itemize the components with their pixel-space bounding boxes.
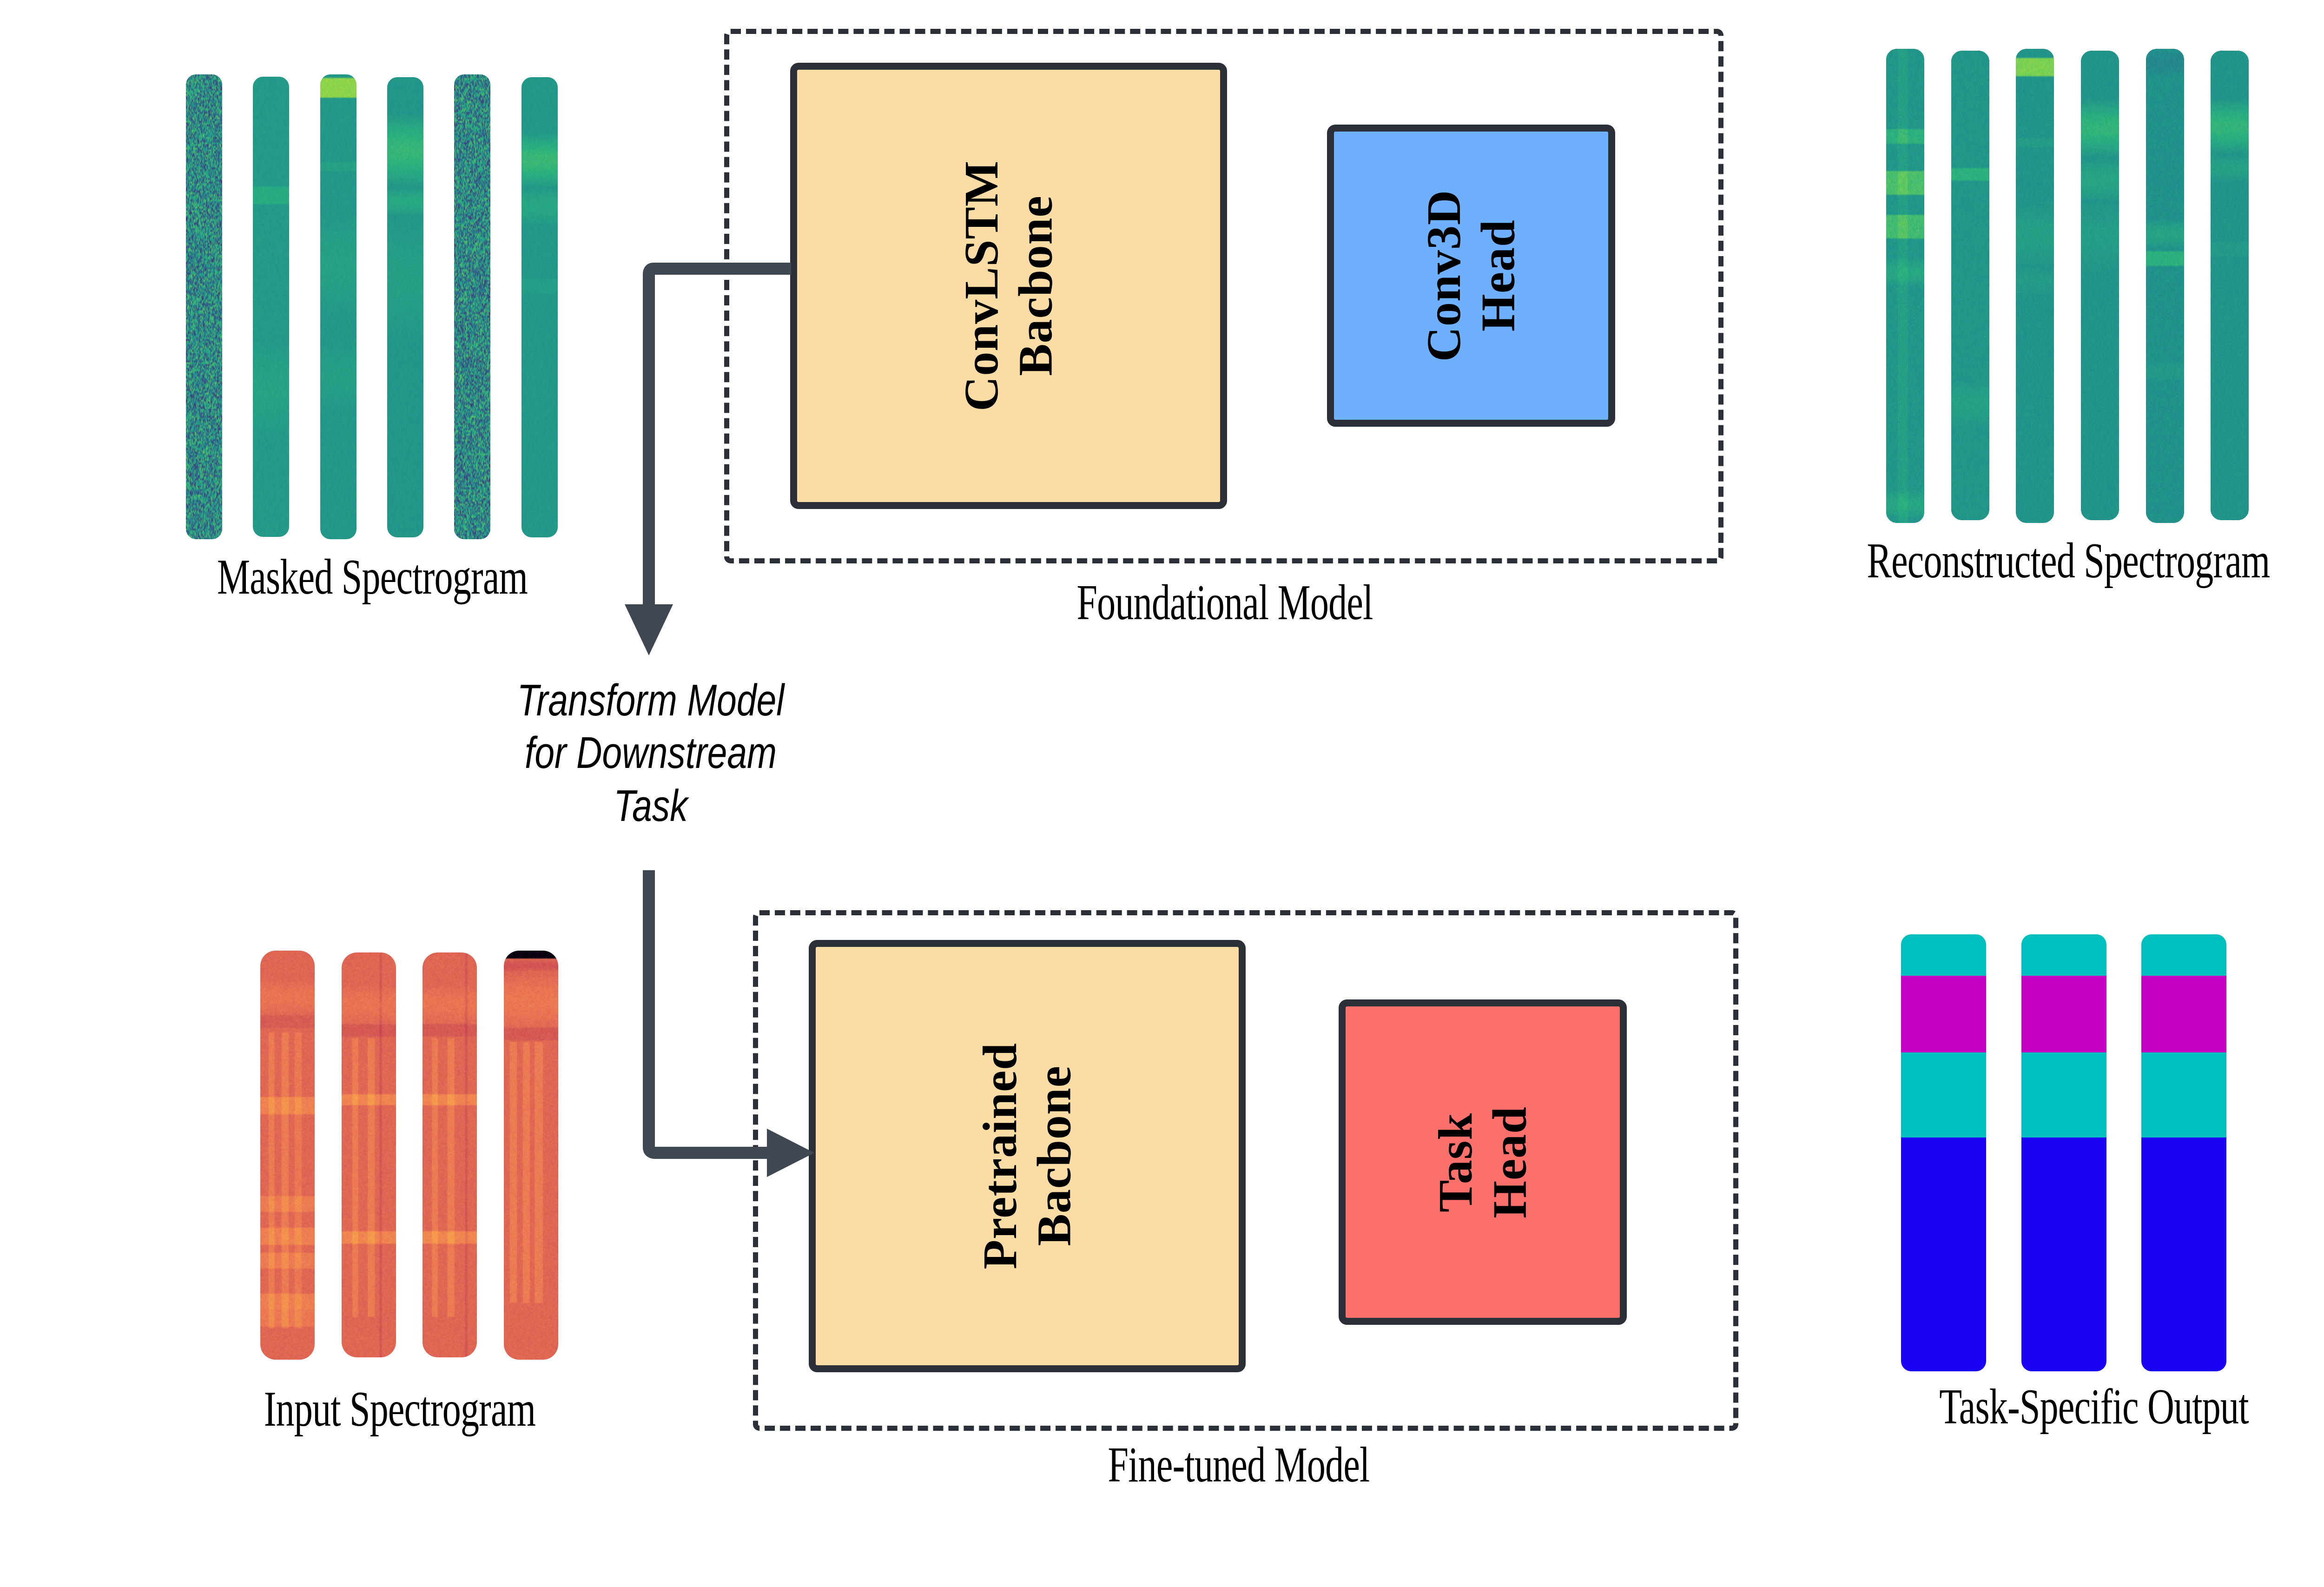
masked-spectrogram-panel-4 xyxy=(387,77,423,537)
foundational-model-label: Foundational Model xyxy=(1076,575,1373,630)
reconstructed-spectrogram-panel-5 xyxy=(2146,49,2184,523)
reconstructed-spectrogram-panel-1 xyxy=(1886,49,1924,523)
fine-tuned-model-group xyxy=(753,910,1738,1431)
reconstructed-spectrogram-panel-2 xyxy=(1951,51,1989,520)
input-spectrogram-panel-4 xyxy=(504,951,558,1360)
task-specific-output-label: Task-Specific Output xyxy=(1939,1379,2249,1435)
masked-spectrogram-panel-3 xyxy=(320,74,357,539)
masked-spectrogram-label: Masked Spectrogram xyxy=(217,549,528,605)
task-output-segment-class-magenta xyxy=(2141,976,2226,1052)
task-output-segment-class-teal-mid xyxy=(2021,1052,2106,1138)
task-head-box[interactable]: Task Head xyxy=(1339,999,1627,1325)
task-specific-output-bars xyxy=(1901,934,2226,1371)
input-spectrogram-panel-2 xyxy=(342,952,396,1357)
task-output-segment-class-teal-top xyxy=(2021,934,2106,976)
reconstructed-spectrogram-panel-3 xyxy=(2016,49,2054,523)
task-output-segment-class-teal-top xyxy=(2141,934,2226,976)
conv3d-head-label: Conv3D Head xyxy=(1417,189,1525,362)
input-spectrogram-label: Input Spectrogram xyxy=(264,1382,536,1437)
task-output-segment-class-magenta xyxy=(2021,976,2106,1052)
masked-spectrogram-panels xyxy=(186,74,558,539)
convlstm-backbone-box[interactable]: ConvLSTM Bacbone xyxy=(790,63,1227,509)
reconstructed-spectrogram-panel-6 xyxy=(2211,51,2249,520)
task-output-segment-class-teal-mid xyxy=(1901,1052,1986,1138)
task-output-segment-class-blue xyxy=(1901,1137,1986,1371)
convlstm-backbone-label: ConvLSTM Bacbone xyxy=(954,160,1062,411)
task-output-segment-class-magenta xyxy=(1901,976,1986,1052)
task-head-label: Task Head xyxy=(1428,1106,1536,1218)
pretrained-backbone-box[interactable]: Pretrained Bacbone xyxy=(809,940,1246,1372)
masked-spectrogram-panel-5 xyxy=(454,74,490,539)
task-output-segment-class-blue xyxy=(2141,1137,2226,1371)
conv3d-head-box[interactable]: Conv3D Head xyxy=(1327,125,1615,427)
masked-spectrogram-panel-2 xyxy=(253,77,289,537)
input-spectrogram-panels xyxy=(260,951,558,1360)
transform-model-annotation: Transform Model for Downstream Task xyxy=(517,675,785,831)
pretrained-backbone-label: Pretrained Bacbone xyxy=(973,1043,1081,1270)
task-output-bar-3 xyxy=(2141,934,2226,1371)
input-spectrogram-panel-1 xyxy=(260,951,315,1360)
reconstructed-spectrogram-panel-4 xyxy=(2081,51,2119,520)
fine-tuned-model-label: Fine-tuned Model xyxy=(1108,1437,1370,1493)
reconstructed-spectrogram-label: Reconstructed Spectrogram xyxy=(1867,533,2270,589)
task-output-segment-class-blue xyxy=(2021,1137,2106,1371)
masked-spectrogram-panel-1 xyxy=(186,74,222,539)
task-output-bar-1 xyxy=(1901,934,1986,1371)
reconstructed-spectrogram-panels xyxy=(1886,49,2249,523)
task-output-bar-2 xyxy=(2021,934,2106,1371)
task-output-segment-class-teal-mid xyxy=(2141,1052,2226,1138)
masked-spectrogram-panel-6 xyxy=(522,77,558,537)
input-spectrogram-panel-3 xyxy=(423,952,477,1357)
task-output-segment-class-teal-top xyxy=(1901,934,1986,976)
